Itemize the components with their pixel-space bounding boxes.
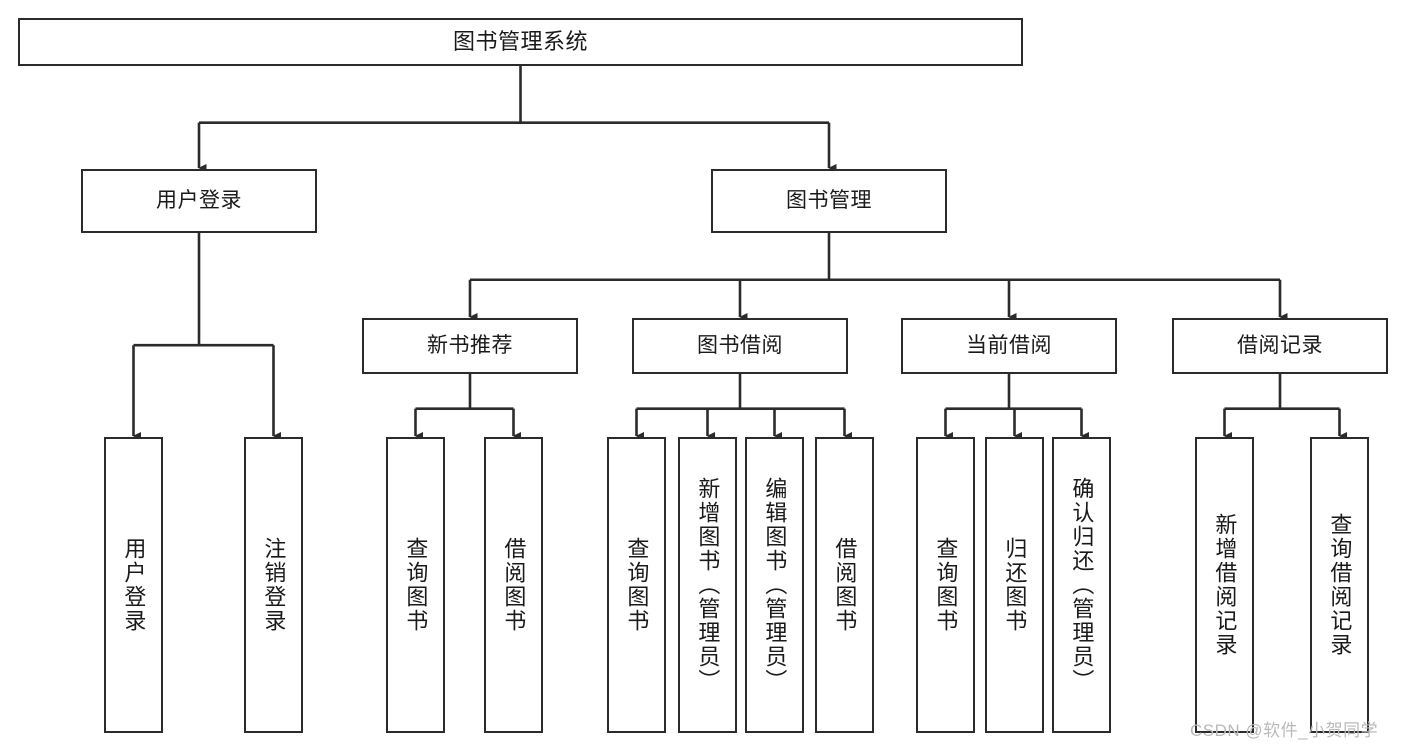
node-label: 归还图书 — [1002, 537, 1028, 633]
node-label: 图书借阅 — [697, 334, 783, 358]
node-leaf-add-record[interactable]: 新增借阅记录 — [1195, 437, 1254, 733]
node-label: 确认归还（管理员） — [1069, 477, 1095, 693]
node-label: 当前借阅 — [966, 334, 1052, 358]
node-leaf-query-book-1[interactable]: 查询图书 — [386, 437, 445, 733]
node-label: 新增图书（管理员） — [695, 477, 721, 693]
node-label: 新书推荐 — [427, 334, 513, 358]
node-root-system[interactable]: 图书管理系统 — [18, 18, 1023, 66]
node-leaf-query-book-3[interactable]: 查询图书 — [916, 437, 975, 733]
node-leaf-borrow-book-2[interactable]: 借阅图书 — [815, 437, 874, 733]
node-leaf-query-book-2[interactable]: 查询图书 — [607, 437, 666, 733]
node-leaf-logout[interactable]: 注销登录 — [244, 437, 303, 733]
node-label: 图书管理 — [786, 189, 872, 213]
node-leaf-query-record[interactable]: 查询借阅记录 — [1310, 437, 1369, 733]
node-leaf-confirm-return[interactable]: 确认归还（管理员） — [1052, 437, 1111, 733]
node-label: 用户登录 — [156, 189, 242, 213]
node-label: 用户登录 — [121, 537, 147, 633]
node-book-borrow[interactable]: 图书借阅 — [632, 318, 848, 374]
node-label: 借阅记录 — [1237, 334, 1323, 358]
node-label: 编辑图书（管理员） — [762, 477, 788, 693]
node-user-login[interactable]: 用户登录 — [81, 169, 317, 233]
node-borrow-record[interactable]: 借阅记录 — [1172, 318, 1388, 374]
node-label: 查询图书 — [933, 537, 959, 633]
node-current-borrow[interactable]: 当前借阅 — [901, 318, 1117, 374]
node-leaf-add-book[interactable]: 新增图书（管理员） — [678, 437, 737, 733]
node-label: 查询借阅记录 — [1327, 513, 1353, 657]
node-label: 注销登录 — [261, 537, 287, 633]
node-leaf-edit-book[interactable]: 编辑图书（管理员） — [745, 437, 804, 733]
node-leaf-user-login[interactable]: 用户登录 — [104, 437, 163, 733]
node-label: 借阅图书 — [501, 537, 527, 633]
connector-group — [132, 66, 1348, 440]
node-new-book-rec[interactable]: 新书推荐 — [362, 318, 578, 374]
node-book-manage[interactable]: 图书管理 — [711, 169, 947, 233]
node-leaf-borrow-book-1[interactable]: 借阅图书 — [484, 437, 543, 733]
node-label: 图书管理系统 — [452, 28, 588, 54]
node-label: 新增借阅记录 — [1212, 513, 1238, 657]
node-label: 借阅图书 — [832, 537, 858, 633]
node-leaf-return-book[interactable]: 归还图书 — [985, 437, 1044, 733]
node-label: 查询图书 — [403, 537, 429, 633]
node-label: 查询图书 — [624, 537, 650, 633]
